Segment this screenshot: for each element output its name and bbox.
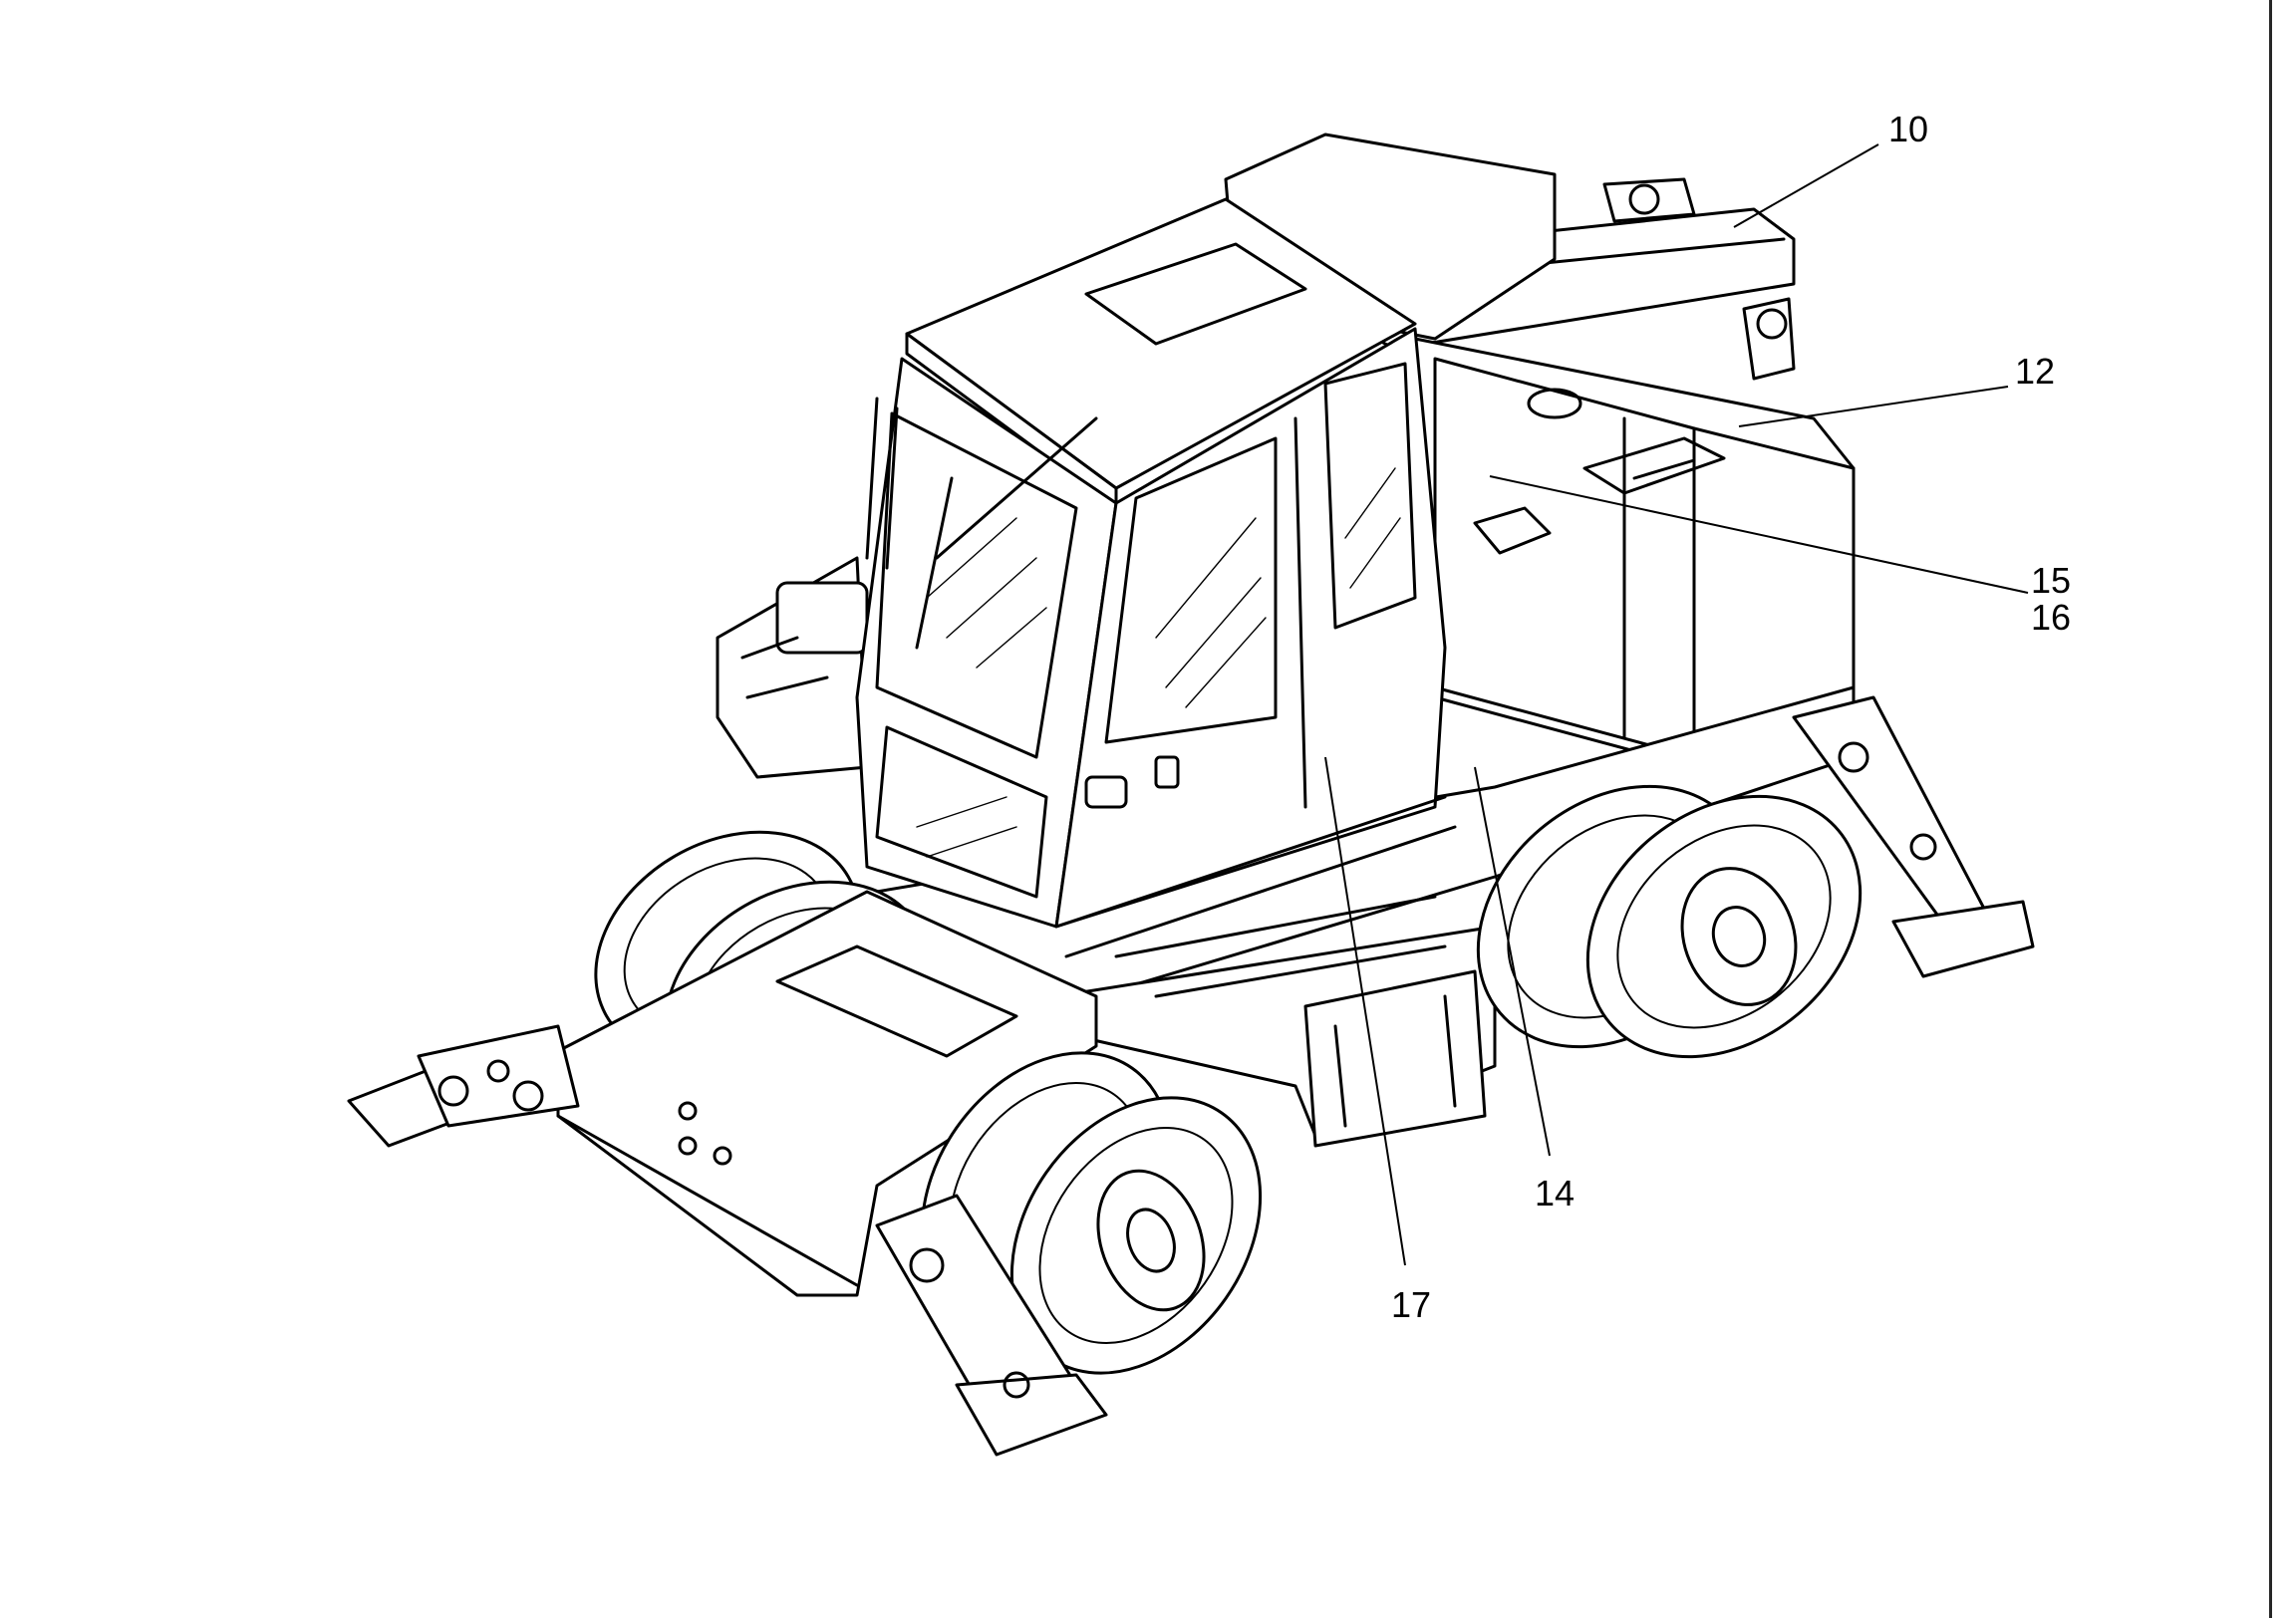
front-outrigger bbox=[347, 890, 1098, 1297]
callout-15: 15 bbox=[2031, 560, 2072, 601]
callout-12: 12 bbox=[2015, 351, 2056, 392]
outrigger-leg-right bbox=[1792, 695, 2035, 978]
chassis bbox=[845, 685, 1856, 1148]
page-edge-rule bbox=[2269, 0, 2272, 1618]
wheel-front-right bbox=[1476, 784, 1863, 1059]
callout-17: 17 bbox=[1391, 1284, 1432, 1325]
cab bbox=[855, 197, 1457, 958]
glass-hatching bbox=[916, 467, 1401, 858]
callout-16: 16 bbox=[2031, 597, 2072, 638]
front-bumper bbox=[716, 556, 869, 779]
callout-10: 10 bbox=[1888, 109, 1929, 149]
outrigger-leg-left bbox=[875, 1194, 1108, 1457]
leader-lines bbox=[1324, 143, 2029, 1266]
callout-14: 14 bbox=[1535, 1173, 1576, 1214]
